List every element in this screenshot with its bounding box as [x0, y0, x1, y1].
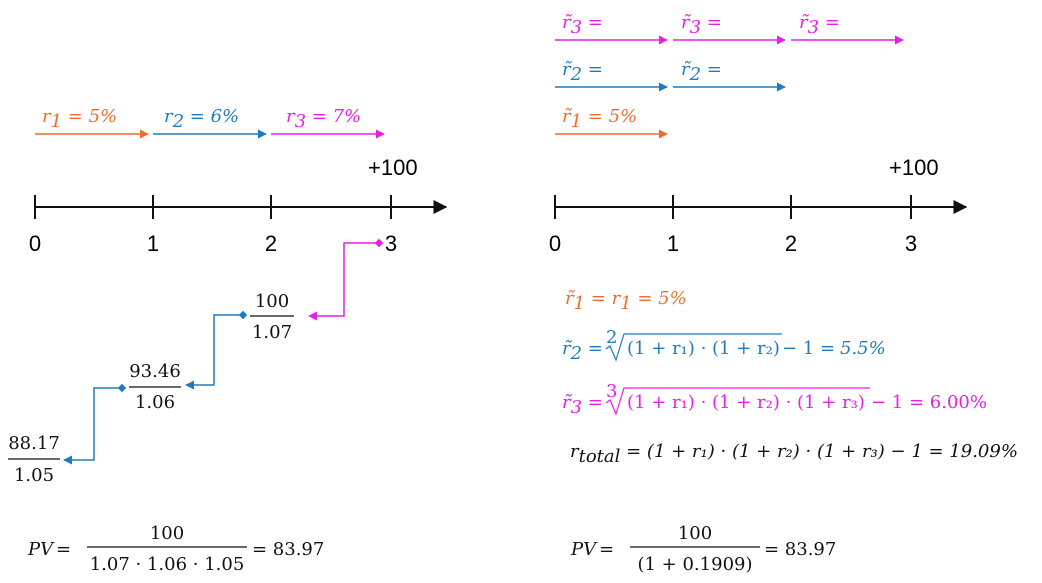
- left-panel: r1 = 5% r2 = 6% r3 = 7% +100 0 1 2 3 100…: [8, 106, 448, 575]
- svg-text:93.46: 93.46: [129, 361, 181, 382]
- left-rate-r3-label: r3 = 7%: [286, 106, 361, 132]
- svg-text:r̃3 =: r̃3 =: [562, 392, 603, 418]
- svg-text:− 1 =: − 1 =: [782, 338, 835, 359]
- left-pv-formula: PV = 100 1.07 · 1.06 · 1.05 = 83.97: [27, 523, 324, 575]
- right-tick-label-2: 2: [785, 231, 797, 256]
- right-rate-r1-label: r̃1 = 5%: [562, 106, 637, 132]
- svg-text:5.5%: 5.5%: [840, 338, 886, 359]
- formula-r2-tilde: r̃2 = 2 (1 + r₁) · (1 + r₂) − 1 = 5.5%: [562, 327, 886, 364]
- svg-text:r̃2 =: r̃2 =: [562, 338, 603, 364]
- left-tick-label-1: 1: [147, 231, 159, 256]
- svg-text:=: =: [599, 539, 614, 560]
- discount-connector-1: [63, 387, 122, 465]
- fraction-88.17-over-1.05: 88.17 1.05: [8, 433, 60, 486]
- left-rate-r1-label: r1 = 5%: [42, 106, 117, 132]
- right-rate-r2-label-1: r̃2 =: [562, 59, 603, 85]
- svg-text:− 1 = 6.00%: − 1 = 6.00%: [871, 392, 987, 413]
- svg-text:1.07: 1.07: [252, 322, 292, 343]
- svg-text:100: 100: [255, 291, 289, 312]
- svg-text:PV: PV: [570, 539, 598, 560]
- svg-text:2: 2: [606, 327, 617, 348]
- left-tick-label-2: 2: [265, 231, 277, 256]
- svg-text:1.06: 1.06: [135, 392, 175, 413]
- formula-r3-tilde: r̃3 = 3 (1 + r₁) · (1 + r₂) · (1 + r₃) −…: [562, 381, 987, 418]
- left-rate-r2-label: r2 = 6%: [164, 106, 239, 132]
- svg-text:(1 + r₁) · (1 + r₂): (1 + r₁) · (1 + r₂): [627, 338, 780, 359]
- svg-text:= 83.97: = 83.97: [764, 539, 836, 560]
- right-pv-formula: PV = 100 (1 + 0.1909) = 83.97: [570, 523, 836, 575]
- fraction-93.46-over-1.06: 93.46 1.06: [129, 361, 181, 413]
- right-tick-label-1: 1: [667, 231, 679, 256]
- svg-text:100: 100: [150, 523, 184, 544]
- svg-text:100: 100: [678, 523, 712, 544]
- svg-text:=: =: [56, 539, 71, 560]
- right-rate-r3-label-2: r̃3 =: [681, 12, 722, 38]
- svg-text:88.17: 88.17: [8, 433, 60, 454]
- discount-connector-3: [308, 242, 379, 321]
- svg-text:= 83.97: = 83.97: [252, 539, 324, 560]
- formula-r-total: rtotal = (1 + r₁) · (1 + r₂) · (1 + r₃) …: [570, 441, 1018, 467]
- svg-text:PV: PV: [27, 539, 55, 560]
- fraction-100-over-1.07: 100 1.07: [250, 291, 294, 343]
- discount-connector-1-start: [117, 383, 127, 393]
- left-tick-label-0: 0: [29, 231, 41, 256]
- left-tick-label-3: 3: [385, 231, 397, 256]
- discount-connector-2-start: [238, 310, 248, 320]
- svg-text:(1 + 0.1909): (1 + 0.1909): [637, 554, 752, 575]
- right-panel: r̃3 = r̃3 = r̃3 = r̃2 = r̃2 = r̃1 = 5% +…: [549, 12, 1018, 575]
- svg-text:1.05: 1.05: [14, 465, 54, 486]
- right-cashflow-label: +100: [889, 155, 939, 180]
- right-rate-r2-label-2: r̃2 =: [681, 59, 722, 85]
- discount-connector-2: [185, 314, 243, 390]
- svg-text:(1 + r₁) · (1 + r₂) · (1 + r₃): (1 + r₁) · (1 + r₂) · (1 + r₃): [627, 392, 865, 413]
- svg-text:3: 3: [606, 381, 617, 402]
- right-tick-label-0: 0: [549, 231, 561, 256]
- right-rate-r3-label-3: r̃3 =: [799, 12, 840, 38]
- right-rate-r3-label-1: r̃3 =: [562, 12, 603, 38]
- formula-r1-tilde: r̃1 = r1 = 5%: [565, 288, 687, 314]
- discount-connector-3-start: [374, 238, 384, 248]
- right-tick-label-3: 3: [905, 231, 917, 256]
- left-cashflow-label: +100: [368, 155, 418, 180]
- svg-text:1.07 · 1.06 · 1.05: 1.07 · 1.06 · 1.05: [90, 554, 245, 575]
